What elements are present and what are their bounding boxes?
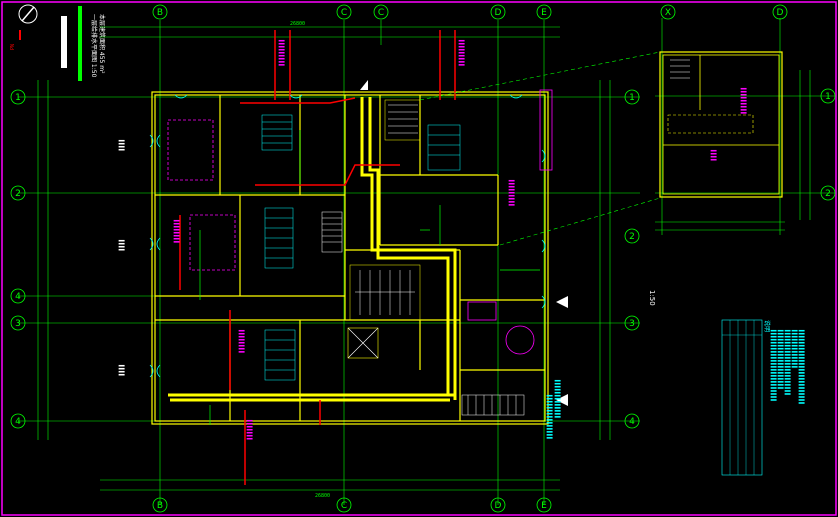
detail-callout-lines <box>419 51 661 246</box>
svg-text:▌▌▌▌▌▌▌▌▌▌▌▌▌▌▌▌▌▌▌▌▌▌▌▌▌: ▌▌▌▌▌▌▌▌▌▌▌▌▌▌▌▌▌▌▌▌▌▌▌▌▌ <box>798 329 805 405</box>
notes-heading: 说明 <box>763 320 771 332</box>
north-label: PN <box>10 44 16 50</box>
svg-text:1: 1 <box>629 93 635 103</box>
svg-text:D: D <box>495 8 502 18</box>
branch-pipes <box>199 130 540 425</box>
svg-text:E: E <box>541 501 547 511</box>
svg-text:4: 4 <box>629 417 635 427</box>
scale-label: 1:50 <box>648 290 656 306</box>
svg-text:C: C <box>341 8 347 18</box>
north-arrow <box>18 4 38 24</box>
svg-text:2: 2 <box>825 189 831 199</box>
svg-text:C: C <box>341 501 347 511</box>
title-bar <box>61 16 67 68</box>
axis-left: 1 2 4 3 4 <box>10 89 26 429</box>
svg-text:D: D <box>495 501 502 511</box>
svg-text:▌▌▌▌▌▌▌▌: ▌▌▌▌▌▌▌▌ <box>173 219 180 244</box>
svg-text:▌▌▌▌▌▌▌▌▌: ▌▌▌▌▌▌▌▌▌ <box>508 179 515 207</box>
section-markers <box>360 80 568 406</box>
axis-top-Cx: C <box>373 4 389 20</box>
svg-text:C: C <box>378 8 384 18</box>
axis-top-C: C <box>336 4 352 20</box>
svg-text:▌▌▌▌▌▌▌▌▌: ▌▌▌▌▌▌▌▌▌ <box>458 39 465 67</box>
windows <box>149 94 546 378</box>
dimension-lines <box>37 26 611 491</box>
vertical-labels: ▌▌▌▌ ▌▌▌▌ ▌▌▌▌ ▌▌▌▌▌▌▌▌▌ ▌▌▌▌▌▌▌▌▌ ▌▌▌▌▌… <box>118 39 561 441</box>
svg-text:▌▌▌▌: ▌▌▌▌ <box>118 364 125 377</box>
svg-text:▌▌▌▌▌▌▌▌▌▌▌▌▌▌▌▌▌▌▌▌: ▌▌▌▌▌▌▌▌▌▌▌▌▌▌▌▌▌▌▌▌ <box>777 329 784 390</box>
svg-text:D: D <box>777 8 784 18</box>
svg-text:▌▌▌▌▌▌▌: ▌▌▌▌▌▌▌ <box>246 419 253 441</box>
svg-text:▌▌▌▌: ▌▌▌▌ <box>118 239 125 252</box>
stairs-left <box>321 211 343 253</box>
axis-top-D: D <box>490 4 506 20</box>
dim-top: 26800 <box>290 21 305 27</box>
elevator-shaft <box>347 327 379 359</box>
drawing-title: 一层给排水平面图 1:50 <box>90 14 98 78</box>
svg-text:1: 1 <box>15 93 21 103</box>
svg-text:▌▌▌▌▌▌▌▌▌: ▌▌▌▌▌▌▌▌▌ <box>740 87 747 115</box>
detail-plan: ▌▌▌▌▌▌▌▌▌ ▌▌▌▌ X D 1 2 <box>655 4 836 235</box>
annotation-tables <box>261 114 461 381</box>
notes-block: 说明 ▌▌▌▌▌▌▌▌▌▌▌▌▌▌▌▌▌▌▌▌▌▌▌▌ ▌▌▌▌▌▌▌▌▌▌▌▌… <box>721 319 805 476</box>
stairs-upper <box>384 99 421 141</box>
svg-text:▌▌▌▌: ▌▌▌▌ <box>710 149 717 162</box>
svg-text:X: X <box>665 8 671 18</box>
svg-text:4: 4 <box>15 292 21 302</box>
svg-text:▌▌▌▌▌▌▌▌▌: ▌▌▌▌▌▌▌▌▌ <box>278 39 285 67</box>
drawing-area: 本层建筑面积 455 m² <box>98 14 106 74</box>
svg-text:▌▌▌▌▌▌▌▌▌▌▌▌▌: ▌▌▌▌▌▌▌▌▌▌▌▌▌ <box>554 379 561 419</box>
dim-bottom: 26800 <box>315 493 330 499</box>
svg-text:2: 2 <box>15 189 21 199</box>
svg-text:▌▌▌▌▌▌▌▌▌▌▌▌▌▌▌▌▌▌▌▌▌▌▌▌: ▌▌▌▌▌▌▌▌▌▌▌▌▌▌▌▌▌▌▌▌▌▌▌▌ <box>770 329 777 402</box>
supply-main-pipes <box>168 97 457 402</box>
axis-right: 1 2 3 4 <box>624 89 640 429</box>
svg-text:▌▌▌▌▌▌▌▌▌▌▌▌▌▌▌▌▌▌▌▌▌▌: ▌▌▌▌▌▌▌▌▌▌▌▌▌▌▌▌▌▌▌▌▌▌ <box>784 329 791 396</box>
stairs-bottom-right <box>461 394 525 416</box>
stairs-main <box>349 264 421 321</box>
svg-text:▌▌▌▌▌▌▌▌: ▌▌▌▌▌▌▌▌ <box>238 329 245 354</box>
fixtures <box>167 89 553 355</box>
svg-text:E: E <box>541 8 547 18</box>
svg-text:2: 2 <box>629 232 635 242</box>
svg-text:B: B <box>157 501 163 511</box>
svg-text:3: 3 <box>15 319 21 329</box>
axis-bottom: B C D E <box>152 497 552 513</box>
axis-top-E: E <box>536 4 552 20</box>
svg-text:▌▌▌▌: ▌▌▌▌ <box>118 139 125 152</box>
svg-text:B: B <box>157 8 163 18</box>
axis-top-B: B <box>152 4 168 20</box>
svg-text:3: 3 <box>629 319 635 329</box>
svg-text:▌▌▌▌▌▌▌▌▌▌▌▌▌: ▌▌▌▌▌▌▌▌▌▌▌▌▌ <box>791 329 798 369</box>
svg-text:▌▌▌▌▌▌▌▌▌▌▌▌▌▌▌: ▌▌▌▌▌▌▌▌▌▌▌▌▌▌▌ <box>546 394 553 440</box>
building-walls <box>151 91 549 425</box>
svg-text:1: 1 <box>825 92 831 102</box>
svg-text:4: 4 <box>15 417 21 427</box>
